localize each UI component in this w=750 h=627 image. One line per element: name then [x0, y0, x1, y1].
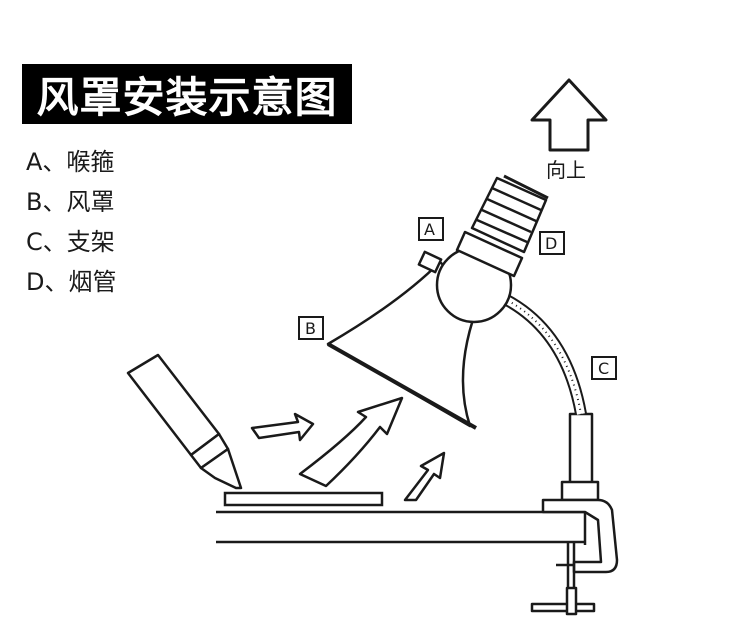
svg-text:A: A [424, 220, 435, 239]
hose-clamp [417, 230, 524, 278]
clamp-stand [530, 412, 619, 616]
legend-item-c: C、支架 [26, 228, 115, 256]
callout-b: B [298, 316, 324, 340]
gooseneck-arm [500, 292, 587, 416]
work-piece [223, 491, 384, 507]
title-banner: 风罩安装示意图 [22, 64, 352, 124]
svg-text:B: B [305, 319, 316, 338]
workbench [216, 510, 587, 545]
diagram-title: 风罩安装示意图 [36, 72, 338, 122]
legend: A、喉箍 B、风罩 C、支架 D、烟管 [26, 142, 116, 302]
up-arrow-icon [530, 78, 608, 152]
airflow-arrows [250, 396, 446, 502]
legend-item-b: B、风罩 [26, 188, 115, 216]
soldering-iron [126, 353, 243, 490]
callout-c: C [591, 356, 617, 380]
up-label: 向上 [546, 158, 586, 182]
callout-a: A [418, 217, 444, 241]
svg-text:C: C [598, 359, 609, 378]
callout-d: D [539, 231, 565, 255]
legend-item-a: A、喉箍 [26, 148, 115, 176]
svg-text:D: D [545, 234, 557, 253]
legend-item-d: D、烟管 [26, 268, 117, 296]
smoke-duct [470, 174, 549, 254]
